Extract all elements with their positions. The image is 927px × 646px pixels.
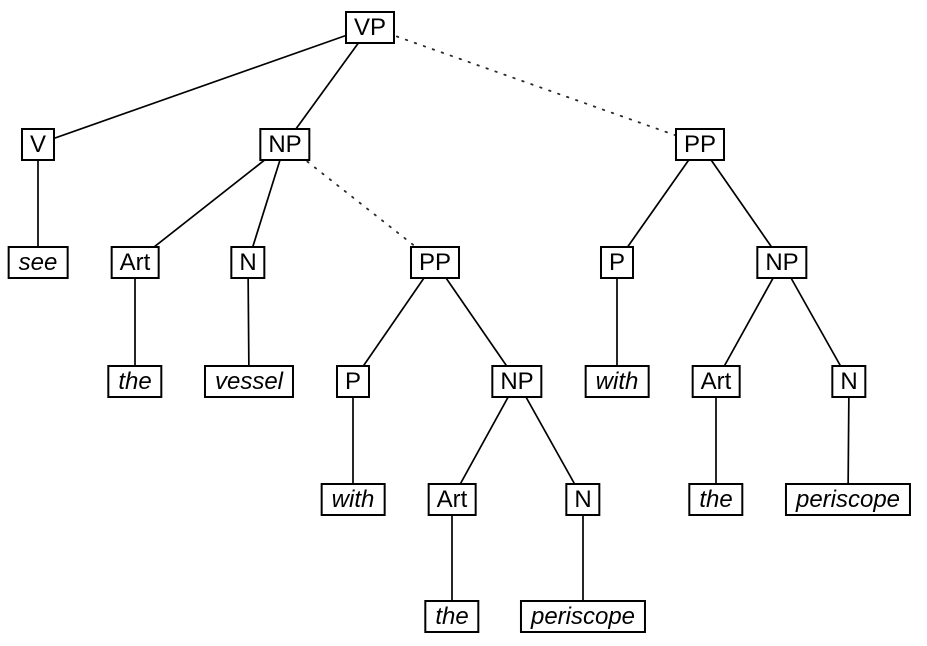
node-v: V bbox=[20, 128, 56, 161]
word-the-left: the bbox=[107, 365, 163, 398]
edge-npmid-n bbox=[516, 380, 584, 500]
word-with-right: with bbox=[584, 365, 650, 398]
edge-npright-n bbox=[781, 261, 850, 382]
node-np-right: NP bbox=[756, 246, 808, 279]
node-p-mid: P bbox=[335, 365, 371, 398]
node-n-left: N bbox=[230, 246, 266, 279]
node-art-mid: Art bbox=[427, 483, 477, 516]
edge-ppmid-p bbox=[352, 261, 436, 382]
node-pp-mid: PP bbox=[409, 246, 461, 279]
word-vessel: vessel bbox=[203, 365, 295, 398]
edge-npright-art bbox=[715, 261, 783, 382]
node-vp: VP bbox=[344, 11, 396, 44]
node-n-mid: N bbox=[565, 483, 601, 516]
node-n-right: N bbox=[831, 365, 867, 398]
edge-npmid-art bbox=[451, 380, 518, 500]
edge-np-n bbox=[247, 143, 286, 263]
word-the-mid: the bbox=[424, 600, 480, 633]
node-pp-right: PP bbox=[674, 128, 726, 161]
node-np-object: NP bbox=[259, 128, 311, 161]
word-periscope-mid: periscope bbox=[519, 600, 647, 633]
edge-np-art bbox=[134, 143, 286, 263]
word-the-right: the bbox=[688, 483, 744, 516]
word-periscope-right: periscope bbox=[784, 483, 912, 516]
edge-n-vessel bbox=[247, 261, 250, 382]
node-np-mid: NP bbox=[491, 365, 543, 398]
node-p-right: P bbox=[599, 246, 635, 279]
node-art-left: Art bbox=[110, 246, 160, 279]
edge-np-ppmid-dotted bbox=[284, 143, 436, 263]
word-see: see bbox=[7, 246, 69, 279]
edge-ppright-p bbox=[616, 143, 701, 263]
edge-vp-v bbox=[37, 26, 371, 145]
word-with-mid: with bbox=[320, 483, 386, 516]
edge-ppmid-np bbox=[434, 261, 518, 382]
node-art-right: Art bbox=[691, 365, 741, 398]
edge-ppright-np bbox=[699, 143, 783, 263]
edge-vp-np bbox=[284, 26, 371, 145]
edge-nright-periscope bbox=[847, 380, 850, 500]
edge-vp-ppright-dotted bbox=[369, 26, 701, 145]
